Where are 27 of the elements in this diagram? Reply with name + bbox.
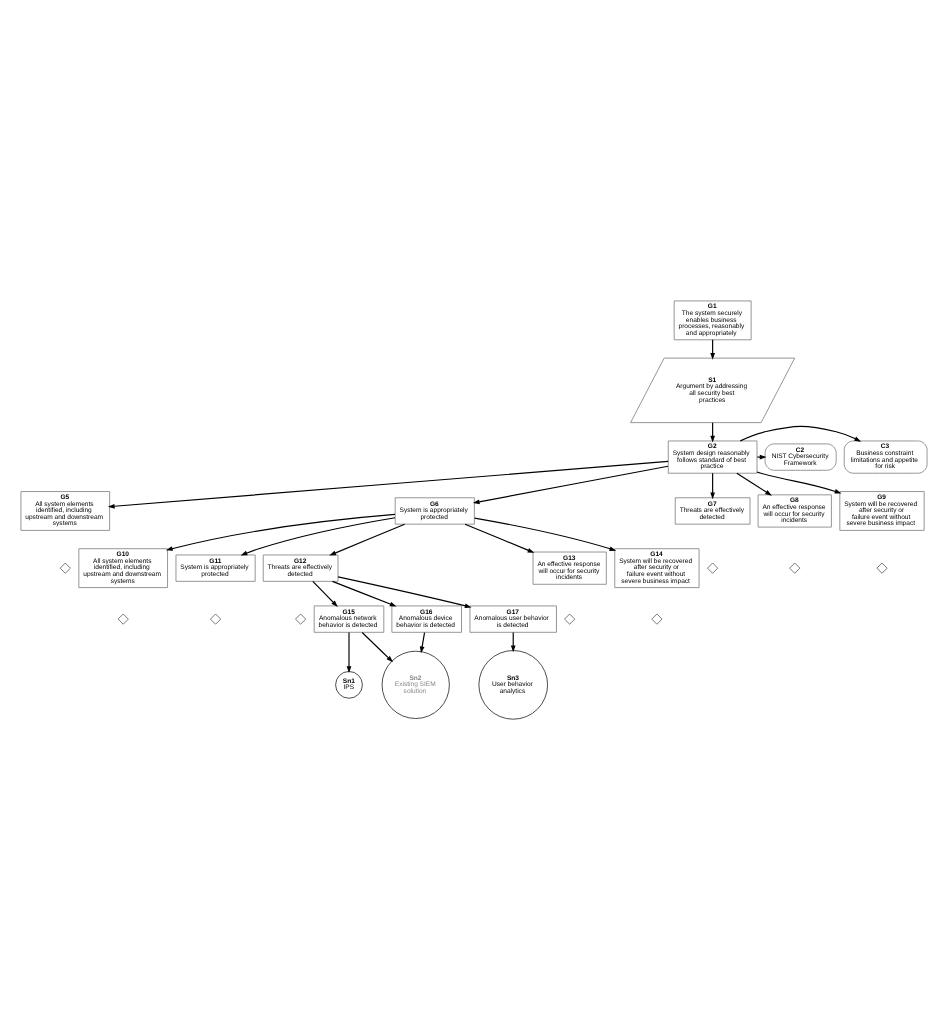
arrow	[346, 630, 352, 672]
arrow	[419, 630, 426, 653]
arrow	[165, 512, 396, 550]
arrow	[107, 459, 669, 508]
arrow	[472, 464, 669, 504]
arrow	[240, 516, 396, 555]
arrow	[331, 579, 397, 606]
node-diamond	[876, 561, 888, 573]
arrow	[464, 522, 535, 552]
arrow	[756, 453, 767, 459]
arrow	[361, 630, 394, 662]
node-diamond	[210, 612, 222, 624]
node-diamond	[707, 561, 719, 573]
node-diamond	[651, 612, 663, 624]
node-diamond	[59, 561, 71, 573]
node-diamond	[295, 612, 307, 624]
node-diamond	[117, 612, 129, 624]
arrow	[474, 516, 617, 550]
node-diamond	[564, 612, 576, 624]
arrow	[739, 424, 862, 441]
arrow	[710, 471, 715, 499]
node-diamond	[789, 561, 801, 573]
arrow	[756, 470, 842, 493]
arrow	[329, 522, 406, 555]
arrow	[736, 471, 772, 495]
arrow	[312, 579, 338, 606]
arrow	[337, 575, 472, 608]
